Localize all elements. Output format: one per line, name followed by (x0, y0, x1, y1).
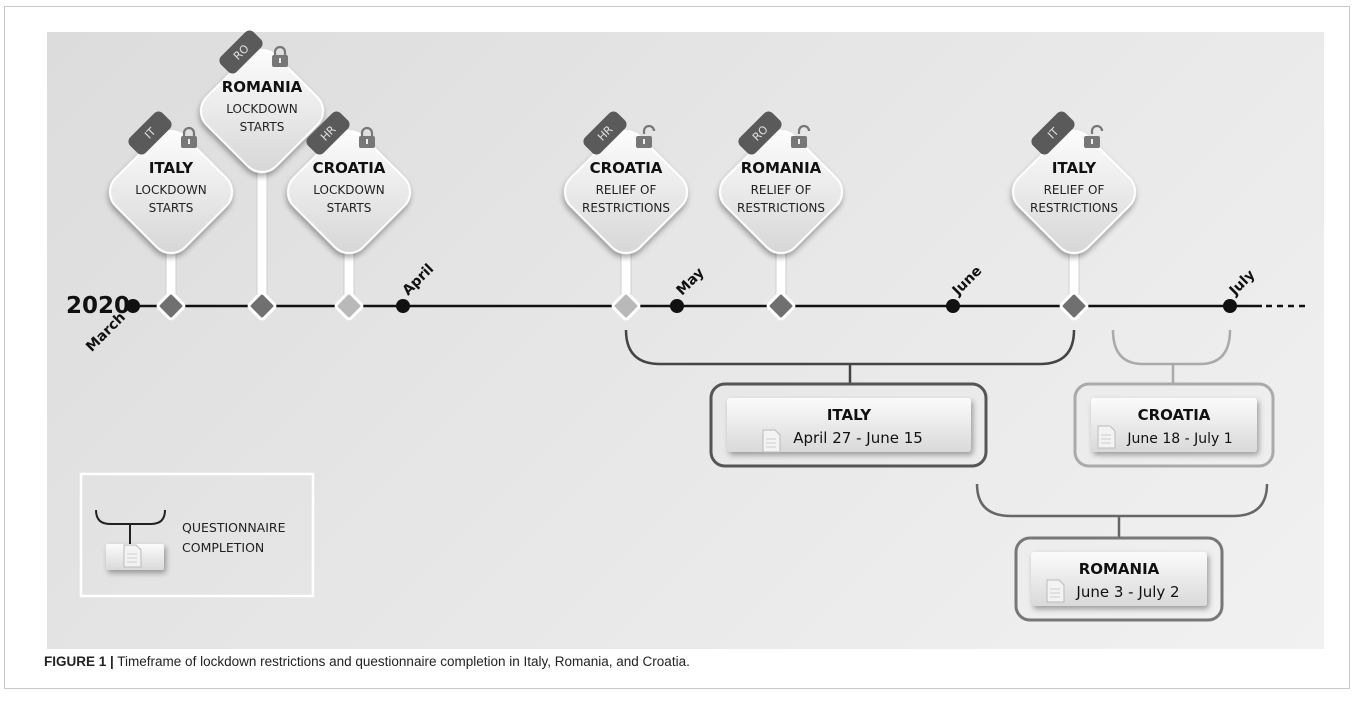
lock-icon (272, 45, 288, 67)
unlock-icon (636, 124, 656, 148)
document-icon (123, 544, 142, 568)
event-line2: RESTRICTIONS (737, 201, 825, 215)
period-dates-romania: June 3 - July 2 (1075, 583, 1179, 601)
event-line2: RESTRICTIONS (582, 201, 670, 215)
month-dot-april (396, 299, 410, 313)
event-country: ITALY (149, 159, 194, 177)
month-dot-march (126, 299, 140, 313)
event-marker (156, 291, 186, 321)
event-line1: RELIEF OF (596, 183, 657, 197)
event-line2: RESTRICTIONS (1030, 201, 1118, 215)
document-icon (762, 429, 781, 453)
event-line1: LOCKDOWN (226, 102, 297, 116)
caption-text: Timeframe of lockdown restrictions and q… (113, 654, 690, 669)
month-dot-june (946, 299, 960, 313)
year-label: 2020 (66, 293, 130, 319)
month-label-june: June (949, 263, 986, 300)
event-line1: LOCKDOWN (313, 183, 384, 197)
event-card-shape (199, 48, 325, 174)
event-line2: STARTS (240, 120, 285, 134)
unlock-icon (791, 124, 811, 148)
event-country: ITALY (1052, 159, 1097, 177)
month-dot-may (670, 299, 684, 313)
event-country: ROMANIA (741, 159, 822, 177)
country-code-tag (219, 30, 263, 74)
bracket-romania (975, 483, 1269, 538)
event-line1: LOCKDOWN (135, 183, 206, 197)
country-code-tag (1031, 111, 1075, 155)
event-card-shape (718, 129, 844, 255)
lock-icon (181, 126, 197, 148)
period-country-croatia: CROATIA (1138, 406, 1211, 424)
country-code-tag (306, 111, 350, 155)
event-marker (766, 291, 796, 321)
period-box-romania: ROMANIA June 3 - July 2 (1014, 536, 1224, 622)
event-line2: STARTS (149, 201, 194, 215)
period-dates-italy: April 27 - June 15 (793, 429, 923, 447)
country-code-tag (583, 111, 627, 155)
event-card-shape (1011, 129, 1137, 255)
event-line2: STARTS (327, 201, 372, 215)
period-box-italy: ITALY April 27 - June 15 (709, 382, 988, 468)
country-code-tag (738, 111, 782, 155)
event-card-shape (286, 129, 412, 255)
legend-label-line1: QUESTIONNAIRE (182, 520, 286, 535)
period-box-croatia: CROATIA June 18 - July 1 (1073, 382, 1275, 468)
lock-icon (359, 126, 375, 148)
caption-label: FIGURE 1 | (44, 654, 114, 669)
unlock-icon (1084, 124, 1104, 148)
event-marker (1059, 291, 1089, 321)
event-country: CROATIA (590, 159, 663, 177)
event-marker (611, 291, 641, 321)
event-card-shape (108, 129, 234, 255)
event-stem (256, 169, 268, 303)
bracket-croatia (1111, 329, 1232, 384)
period-country-italy: ITALY (827, 406, 872, 424)
event-marker (247, 291, 277, 321)
month-label-july: July (1226, 267, 1259, 300)
month-label-may: May (674, 265, 708, 299)
event-country: ROMANIA (222, 78, 303, 96)
legend-label-line2: COMPLETION (182, 540, 264, 555)
document-icon (1097, 425, 1116, 449)
event-card-shape (563, 129, 689, 255)
event-line1: RELIEF OF (751, 183, 812, 197)
bracket-italy (624, 329, 1076, 384)
month-dot-july (1223, 299, 1237, 313)
legend-bracket-icon (95, 509, 166, 544)
event-country: CROATIA (313, 159, 386, 177)
event-marker (334, 291, 364, 321)
country-code-tag (128, 111, 172, 155)
period-country-romania: ROMANIA (1079, 560, 1160, 578)
figure-caption: FIGURE 1 | Timeframe of lockdown restric… (44, 654, 690, 669)
legend: QUESTIONNAIRE COMPLETION (79, 472, 315, 598)
month-label-april: April (400, 261, 438, 299)
period-dates-croatia: June 18 - July 1 (1126, 431, 1232, 447)
document-icon (1046, 579, 1065, 603)
event-line1: RELIEF OF (1044, 183, 1105, 197)
